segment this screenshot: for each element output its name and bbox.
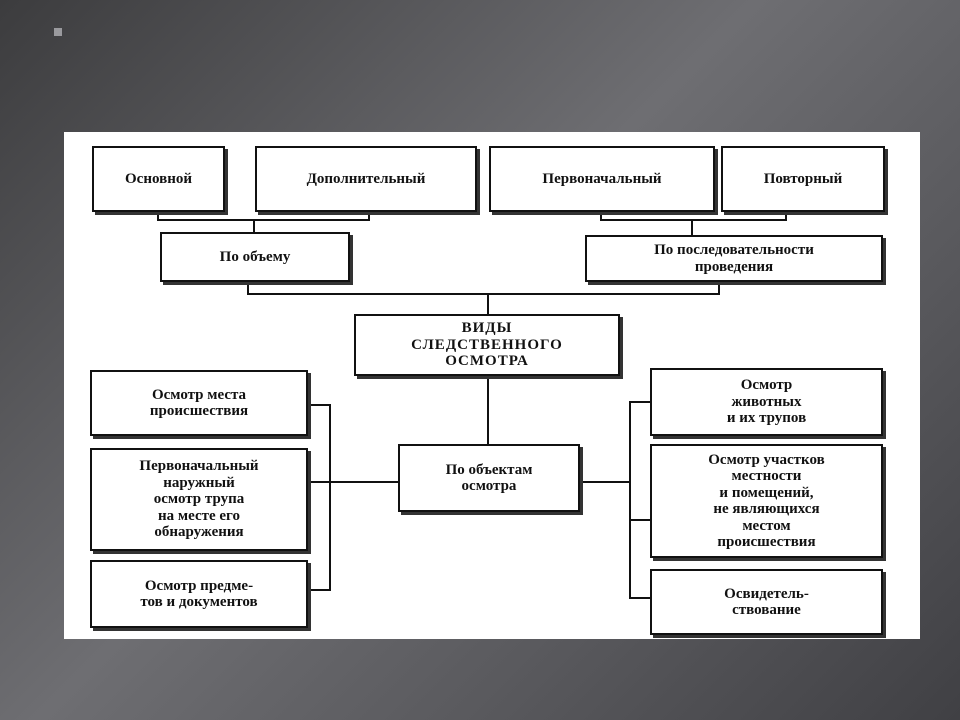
diagram-panel: Основной Дополнительный Первоначальный П…	[64, 132, 920, 639]
box-areas-premises: Осмотр участков местности и помещений, н…	[650, 444, 883, 558]
box-by-objects: По объектам осмотра	[398, 444, 580, 512]
box-corpse-exam: Первоначальный наружный осмотр трупа на …	[90, 448, 308, 551]
box-basic: Основной	[92, 146, 225, 212]
box-repeated: Повторный	[721, 146, 885, 212]
slide-bullet-marker	[54, 28, 62, 36]
box-by-sequence: По последовательности проведения	[585, 235, 883, 282]
box-examination: Освидетель- ствование	[650, 569, 883, 635]
box-items-docs: Осмотр предме- тов и документов	[90, 560, 308, 628]
box-initial: Первоначальный	[489, 146, 715, 212]
box-center-title: ВИДЫ СЛЕДСТВЕННОГО ОСМОТРА	[354, 314, 620, 376]
box-crime-scene: Осмотр места происшествия	[90, 370, 308, 436]
box-animals: Осмотр животных и их трупов	[650, 368, 883, 436]
box-additional: Дополнительный	[255, 146, 477, 212]
box-by-volume: По объему	[160, 232, 350, 282]
connector-lines	[157, 212, 787, 599]
